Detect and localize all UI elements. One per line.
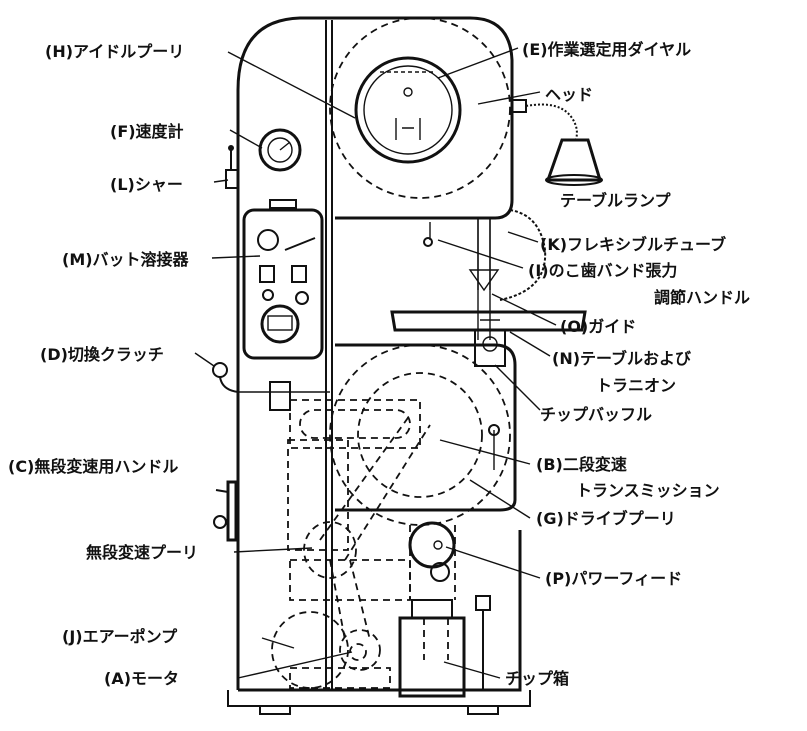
label-shear: (L)シャー xyxy=(110,175,183,194)
label-vs-pulley: 無段変速プーリ xyxy=(86,543,198,562)
butt-welder xyxy=(242,199,324,360)
label-work-dial: (E)作業選定用ダイヤル xyxy=(522,40,691,59)
label-motor: (A)モータ xyxy=(104,669,179,688)
leader-lines xyxy=(194,47,557,679)
variable-speed-pulley xyxy=(303,521,357,579)
idle-pulley xyxy=(329,17,511,199)
power-feed xyxy=(408,521,456,600)
air-pump-and-motor xyxy=(271,611,391,689)
change-clutch xyxy=(212,362,330,411)
label-air-pump: (J)エアーポンプ xyxy=(62,627,178,646)
label-flexible-tube: (K)フレキシブルチューブ xyxy=(540,235,726,254)
label-power-feed: (P)パワーフィード xyxy=(545,569,682,588)
label-speedometer: (F)速度計 xyxy=(110,122,184,141)
shear xyxy=(225,145,239,189)
label-vs-handle: (C)無段変速用ハンドル xyxy=(8,457,178,476)
label-tension-handle-2: 調節ハンドル xyxy=(654,288,750,307)
chip-box xyxy=(398,599,466,698)
drive-belt xyxy=(319,414,431,641)
label-table-1: (N)テーブルおよび xyxy=(552,349,692,368)
label-table-lamp: テーブルランプ xyxy=(560,191,672,210)
two-speed-transmission xyxy=(357,372,483,498)
label-head: ヘッド xyxy=(545,85,593,104)
drive-pulley xyxy=(329,344,511,526)
label-chip-box: チップ箱 xyxy=(505,669,569,688)
label-idle-pulley: (H)アイドルプーリ xyxy=(45,42,184,61)
labels: (H)アイドルプーリ (E)作業選定用ダイヤル ヘッド (F)速度計 (L)シャ… xyxy=(8,40,750,688)
label-guide: (O)ガイド xyxy=(560,317,636,336)
work-selection-dial xyxy=(354,56,462,164)
table-lamp xyxy=(511,99,603,186)
label-butt-welder: (M)バット溶接器 xyxy=(62,250,190,269)
label-chip-baffle: チップバッフル xyxy=(540,405,652,424)
label-transmission-2: トランスミッション xyxy=(576,481,720,500)
work-table xyxy=(390,310,587,367)
variable-speed-handle xyxy=(213,480,238,542)
label-drive-pulley: (G)ドライブプーリ xyxy=(536,509,676,528)
coolant-stand xyxy=(475,595,495,691)
blade-guide-assembly xyxy=(423,209,547,340)
label-transmission-1: (B)二段変速 xyxy=(536,455,627,474)
label-table-2: トラニオン xyxy=(596,376,676,395)
label-clutch: (D)切換クラッチ xyxy=(40,345,164,364)
label-tension-handle-1: (I)のこ歯バンド張力 xyxy=(528,261,677,280)
speedometer xyxy=(258,128,302,172)
